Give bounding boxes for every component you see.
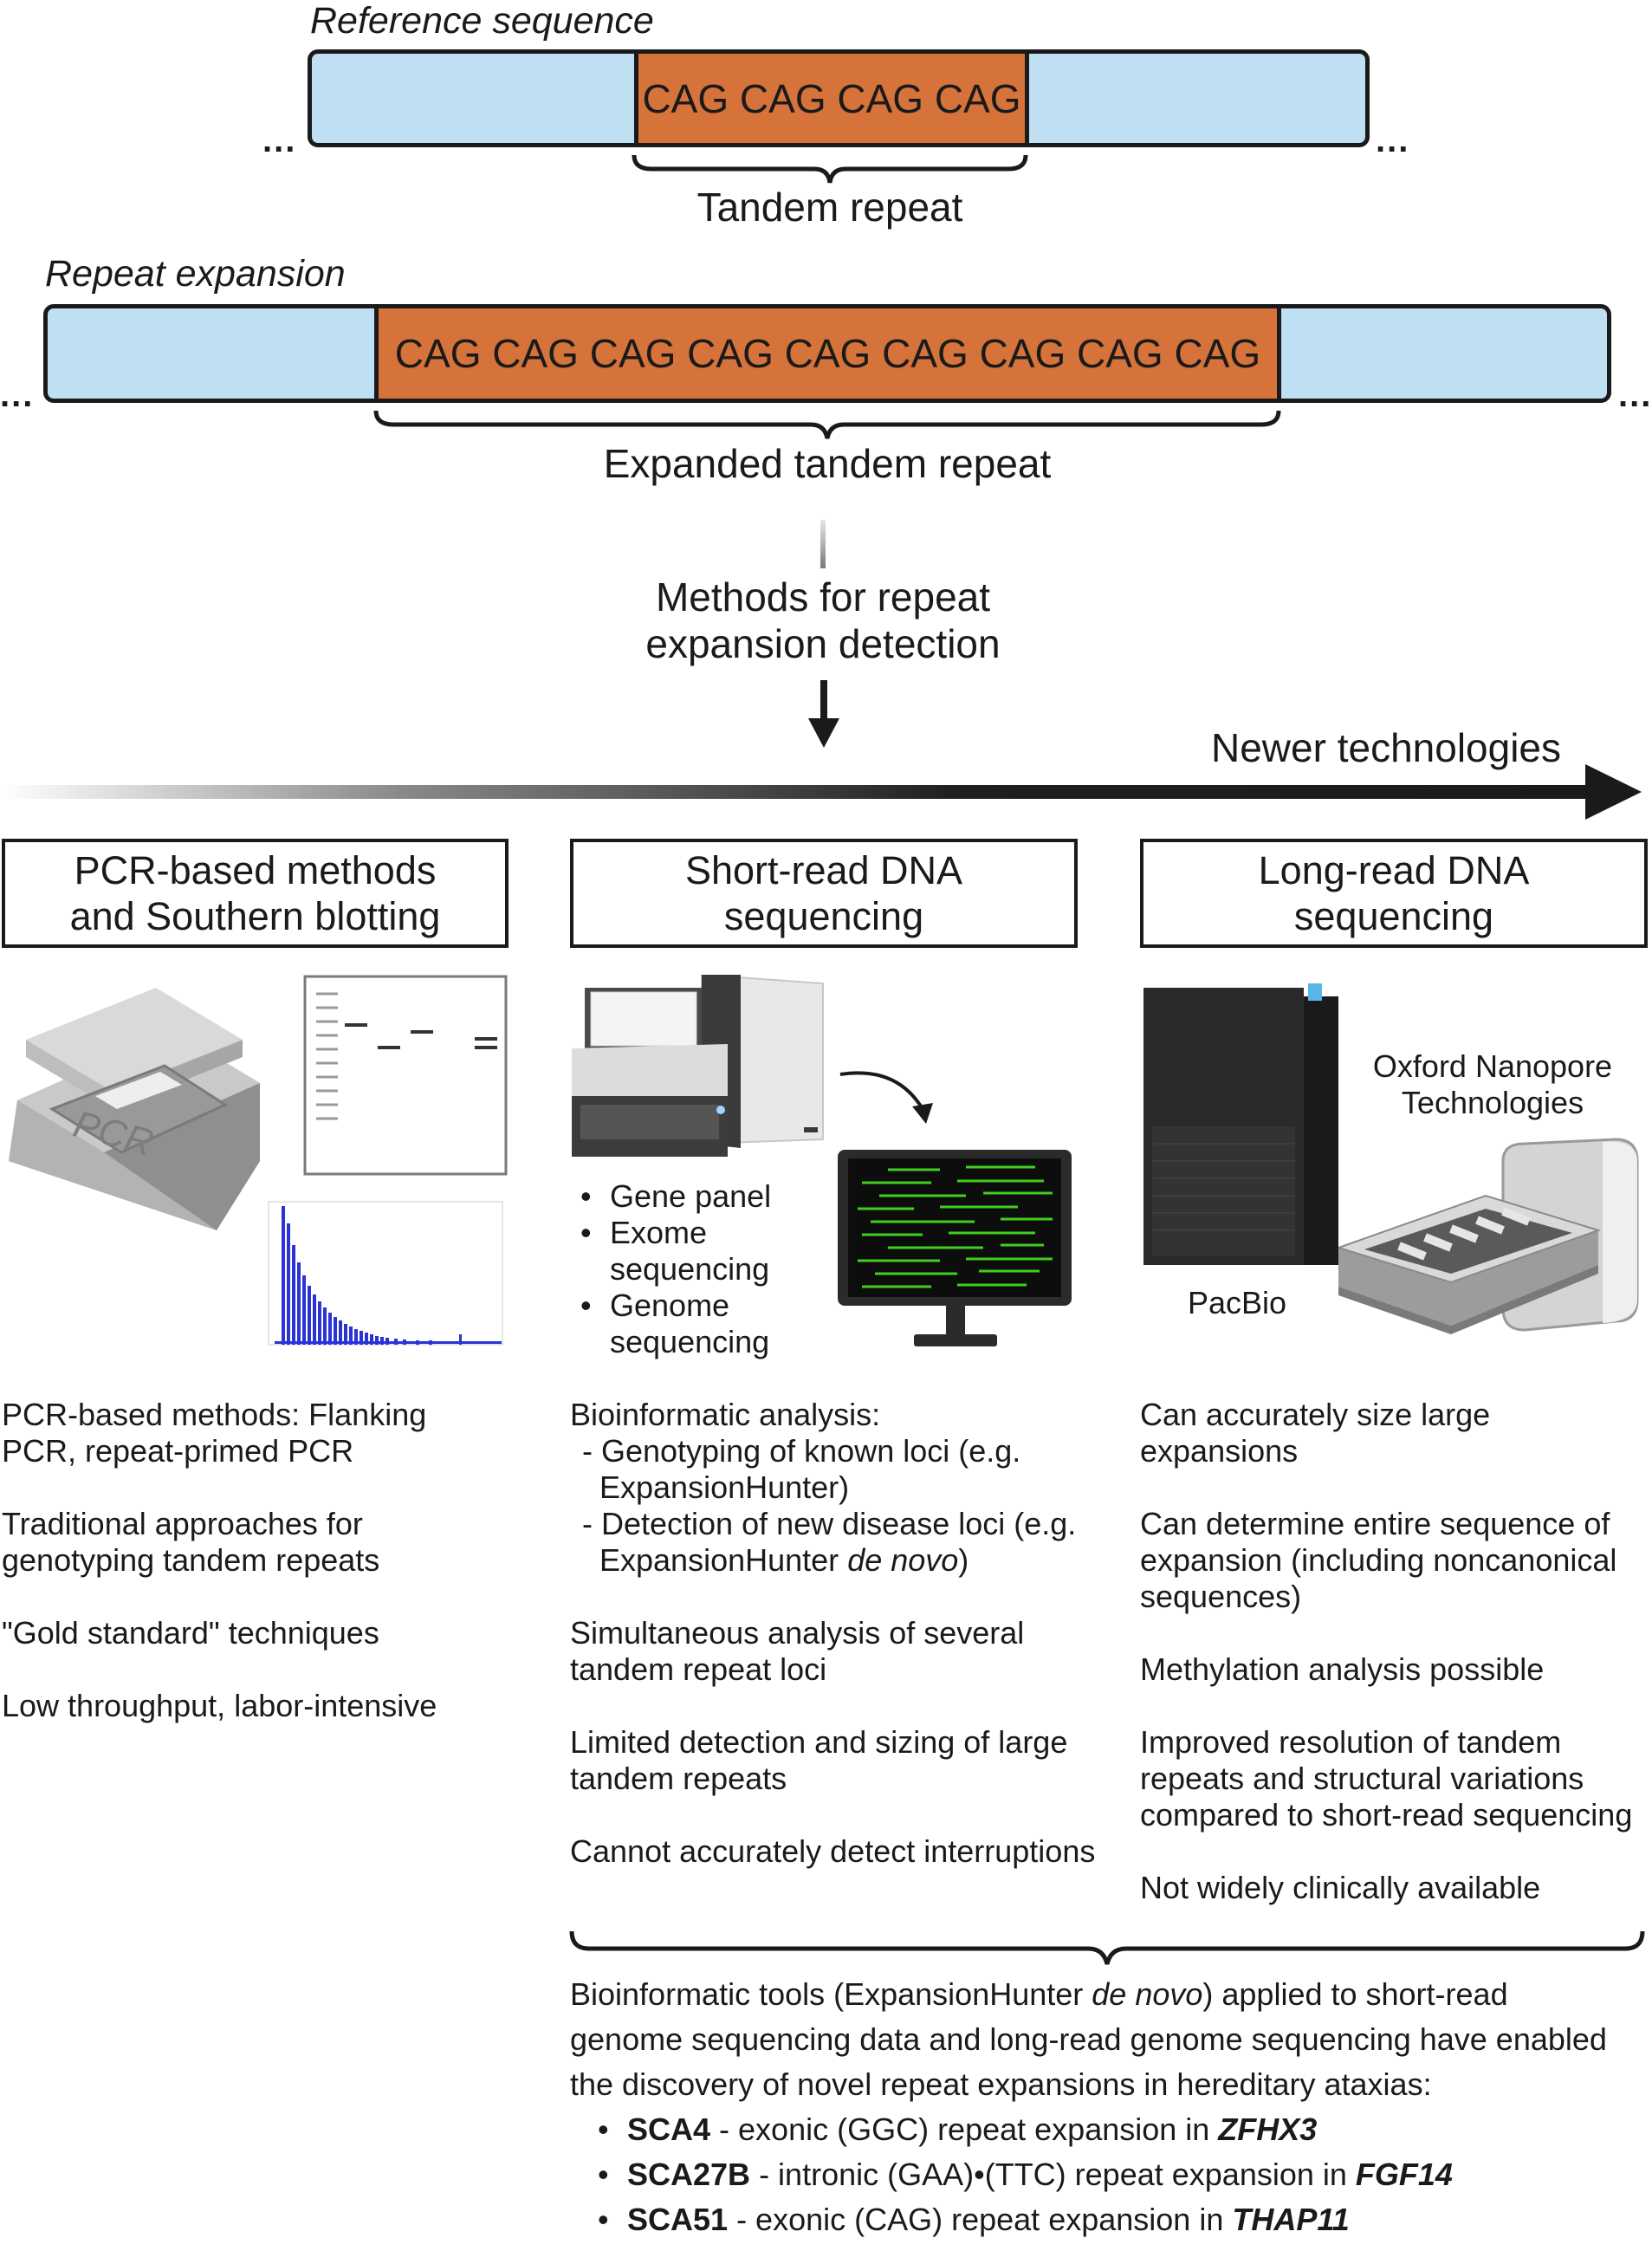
reference-brace bbox=[632, 154, 1028, 184]
reference-sequence-bar: CAG CAG CAG CAG bbox=[308, 49, 1370, 147]
summary-text: Bioinformatic tools (ExpansionHunter de … bbox=[570, 1972, 1644, 2242]
summary-line1-a: Bioinformatic tools (ExpansionHunter bbox=[570, 1976, 1092, 2012]
item-name: SCA27B bbox=[627, 2157, 751, 2192]
short-point: Simultaneous analysis of several tandem … bbox=[570, 1615, 1025, 1687]
expansion-brace-label: Expanded tandem repeat bbox=[603, 441, 1052, 486]
ont-label-line1: Oxford Nanopore bbox=[1372, 1048, 1613, 1084]
bio-item-detection-close: ) bbox=[958, 1542, 969, 1578]
pcr-point: PCR-based methods: Flanking PCR, repeat-… bbox=[2, 1397, 427, 1469]
item-gene: ZFHX3 bbox=[1218, 2112, 1318, 2147]
pacbio-label: PacBio bbox=[1188, 1285, 1287, 1320]
summary-line1: Bioinformatic tools (ExpansionHunter de … bbox=[570, 1972, 1644, 2017]
pcr-machine-icon: PCR bbox=[9, 988, 260, 1230]
long-point: Can accurately size large expansions bbox=[1140, 1397, 1491, 1469]
summary-brace bbox=[569, 1930, 1645, 1965]
long-point: Can determine entire sequence of expansi… bbox=[1140, 1506, 1617, 1614]
bio-item-detection: - Detection of new disease loci (e.g. Ex… bbox=[570, 1506, 1098, 1579]
summary-item-sca27b: SCA27B - intronic (GAA)•(TTC) repeat exp… bbox=[591, 2152, 1644, 2197]
methods-title-line1: Methods for repeat bbox=[655, 574, 991, 620]
pcr-title-line2: and Southern blotting bbox=[69, 894, 441, 938]
bio-item-detection-italic: de novo bbox=[847, 1542, 959, 1578]
item-desc: - intronic (GAA)•(TTC) repeat expansion … bbox=[750, 2157, 1356, 2192]
pacbio-sequencer-icon bbox=[1143, 983, 1338, 1265]
pcr-point: Low throughput, labor-intensive bbox=[2, 1688, 437, 1723]
long-point: Not widely clinically available bbox=[1140, 1870, 1541, 1905]
computer-monitor-icon bbox=[838, 1150, 1072, 1346]
southern-blot-gel-icon bbox=[303, 975, 508, 1176]
short-point: Limited detection and sizing of large ta… bbox=[570, 1724, 1068, 1796]
short-read-points: Bioinformatic analysis: - Genotyping of … bbox=[570, 1397, 1098, 1906]
pcr-point: Traditional approaches for genotyping ta… bbox=[2, 1506, 380, 1578]
ont-label-line2: Technologies bbox=[1401, 1085, 1584, 1120]
item-name: SCA51 bbox=[627, 2202, 729, 2237]
expansion-brace bbox=[373, 410, 1281, 439]
item-name: SCA4 bbox=[627, 2112, 711, 2147]
pcr-point: "Gold standard" techniques bbox=[2, 1615, 379, 1651]
technology-gradient-arrow bbox=[0, 764, 1642, 820]
reference-dots-right: ... bbox=[1376, 121, 1410, 159]
expansion-sequence-bar: CAG CAG CAG CAG CAG CAG CAG CAG CAG bbox=[43, 304, 1611, 403]
short-title-line2: sequencing bbox=[723, 894, 924, 938]
item-desc: - exonic (CAG) repeat expansion in bbox=[728, 2202, 1233, 2237]
newer-technologies-label: Newer technologies bbox=[1211, 725, 1562, 770]
item-gene: THAP11 bbox=[1232, 2202, 1350, 2237]
long-point: Methylation analysis possible bbox=[1140, 1651, 1545, 1687]
long-read-points: Can accurately size large expansions Can… bbox=[1140, 1397, 1651, 1943]
option-gene-panel: Gene panel bbox=[573, 1178, 833, 1215]
reference-dots-left: ... bbox=[262, 121, 297, 159]
summary-item-sca51: SCA51 - exonic (CAG) repeat expansion in… bbox=[591, 2197, 1644, 2242]
summary-line2: genome sequencing data and long-read gen… bbox=[570, 2021, 1607, 2057]
curved-arrow-icon bbox=[839, 1071, 933, 1124]
nanopore-device-icon bbox=[1338, 1138, 1639, 1334]
methods-title-line2: expansion detection bbox=[645, 621, 1001, 666]
option-exome-sequencing: Exome sequencing bbox=[573, 1215, 833, 1288]
item-desc: - exonic (GGC) repeat expansion in bbox=[710, 2112, 1219, 2147]
bio-item-genotyping: - Genotyping of known loci (e.g. Expansi… bbox=[582, 1433, 1021, 1505]
short-read-sequencing-options: Gene panel Exome sequencing Genome seque… bbox=[573, 1178, 833, 1360]
reference-sequence-label: Reference sequence bbox=[310, 0, 654, 42]
item-gene: FGF14 bbox=[1355, 2157, 1453, 2192]
repeat-expansion-label: Repeat expansion bbox=[45, 253, 346, 295]
expansion-repeat-region: CAG CAG CAG CAG CAG CAG CAG CAG CAG bbox=[374, 308, 1281, 399]
reference-brace-label: Tandem repeat bbox=[696, 185, 963, 230]
reference-repeat-region: CAG CAG CAG CAG bbox=[634, 54, 1029, 143]
methods-connector-line bbox=[820, 520, 826, 568]
long-title-line2: sequencing bbox=[1293, 894, 1494, 938]
pcr-title-line1: PCR-based methods bbox=[74, 848, 437, 892]
expansion-dots-right: ... bbox=[1618, 376, 1652, 414]
long-title-line1: Long-read DNA bbox=[1258, 848, 1530, 892]
down-arrow-icon bbox=[808, 680, 839, 748]
short-read-sequencer-icon bbox=[572, 975, 824, 1157]
short-title-line1: Short-read DNA bbox=[684, 848, 963, 892]
option-genome-sequencing: Genome sequencing bbox=[573, 1288, 833, 1360]
summary-line3: the discovery of novel repeat expansions… bbox=[570, 2066, 1432, 2102]
summary-line1-b: ) applied to short-read bbox=[1202, 1976, 1508, 2012]
summary-item-sca4: SCA4 - exonic (GGC) repeat expansion in … bbox=[591, 2107, 1644, 2152]
short-point: Cannot accurately detect interruptions bbox=[570, 1833, 1096, 1869]
pcr-methods-points: PCR-based methods: Flanking PCR, repeat-… bbox=[2, 1397, 487, 1761]
capillary-electrophoresis-plot-icon bbox=[268, 1201, 503, 1346]
long-point: Improved resolution of tandem repeats an… bbox=[1140, 1724, 1633, 1833]
bio-item-detection-text: - Detection of new disease loci (e.g. Ex… bbox=[582, 1506, 1077, 1578]
summary-line1-italic: de novo bbox=[1092, 1976, 1203, 2012]
expansion-dots-left: ... bbox=[0, 376, 35, 414]
bioinformatic-analysis-title: Bioinformatic analysis: bbox=[570, 1397, 881, 1432]
